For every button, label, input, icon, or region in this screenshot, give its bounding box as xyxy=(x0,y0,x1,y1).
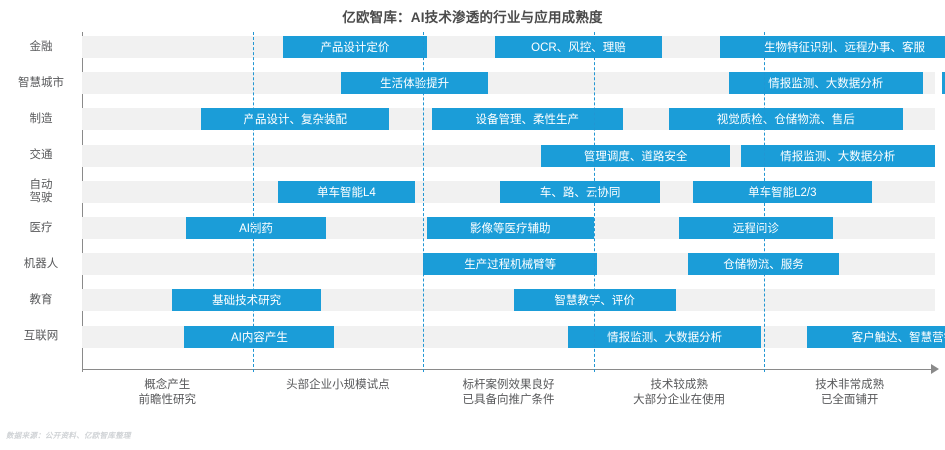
bar-segment[interactable]: 单车智能L4 xyxy=(278,180,415,203)
row-band xyxy=(82,72,935,95)
bar-segment[interactable]: OCR、风控、理赔 xyxy=(494,36,663,58)
category-label-line: 金融 xyxy=(29,40,53,53)
bar-segment[interactable]: 安防 xyxy=(941,72,945,95)
stage-label-line: 已具备向推广条件 xyxy=(462,394,555,406)
bar-segment[interactable]: 车、路、云协同 xyxy=(499,180,661,203)
bar-segment[interactable]: AI制药 xyxy=(186,217,326,239)
bar-segment[interactable]: 远程问诊 xyxy=(679,217,833,239)
stage-label-line: 大部分企业在使用 xyxy=(633,394,726,406)
category-label-自动驾驶: 自动驾驶 xyxy=(2,179,80,205)
bar-segment[interactable]: 视觉质检、仓储物流、售后 xyxy=(668,108,903,131)
bar-segment[interactable]: 设备管理、柔性生产 xyxy=(431,108,623,131)
stage-label-line: 概念产生 xyxy=(144,379,191,391)
bar-segment[interactable]: 生活体验提升 xyxy=(341,72,488,95)
bar-segment[interactable]: 产品设计定价 xyxy=(283,36,427,58)
bar-segment[interactable]: 影像等医疗辅助 xyxy=(426,217,594,239)
category-label-交通: 交通 xyxy=(2,149,80,162)
bar-segment[interactable]: 管理调度、道路安全 xyxy=(540,144,731,167)
bar-segment[interactable]: 情报监测、大数据分析 xyxy=(728,72,924,95)
category-label-line: 自动 xyxy=(29,178,53,191)
bar-segment[interactable]: 仓储物流、服务 xyxy=(687,253,840,276)
category-label-line: 医疗 xyxy=(29,221,53,234)
stage-label-3: 标杆案例效果良好已具备向推广条件 xyxy=(419,378,599,408)
chart-title: 亿欧智库：AI技术渗透的行业与应用成熟度 xyxy=(342,10,603,25)
category-label-line: 教育 xyxy=(29,293,53,306)
category-label-line: 智慧城市 xyxy=(18,76,64,89)
category-label-line: 制造 xyxy=(29,112,53,125)
category-label-制造: 制造 xyxy=(2,113,80,126)
category-label-line: 交通 xyxy=(29,149,53,162)
stage-label-line: 已全面铺开 xyxy=(820,394,879,406)
bar-segment[interactable]: 产品设计、复杂装配 xyxy=(201,108,390,131)
stage-divider xyxy=(423,32,425,372)
stage-divider xyxy=(593,32,595,372)
x-axis-line xyxy=(82,369,935,370)
stage-label-1: 概念产生前瞻性研究 xyxy=(77,378,257,408)
stage-label-line: 技术非常成熟 xyxy=(815,379,885,391)
stage-label-4: 技术较成熟大部分企业在使用 xyxy=(589,378,769,408)
bar-segment[interactable]: 客户触达、智慧营销 xyxy=(807,325,945,348)
category-label-互联网: 互联网 xyxy=(2,330,80,343)
bar-segment[interactable]: 基础技术研究 xyxy=(172,289,321,312)
bar-segment[interactable]: 生产过程机械臂等 xyxy=(423,253,598,276)
category-label-教育: 教育 xyxy=(2,294,80,307)
stage-label-line: 标杆案例效果良好 xyxy=(462,379,555,391)
bar-segment[interactable]: 单车智能L2/3 xyxy=(692,180,872,203)
stage-divider xyxy=(252,32,254,372)
stage-label-2: 头部企业小规模试点 xyxy=(248,378,428,393)
category-label-金融: 金融 xyxy=(2,41,80,54)
bar-segment[interactable]: 情报监测、大数据分析 xyxy=(740,144,935,167)
bar-segment[interactable]: 情报监测、大数据分析 xyxy=(568,325,761,348)
category-label-line: 互联网 xyxy=(23,330,59,343)
stage-divider xyxy=(764,32,766,372)
category-label-机器人: 机器人 xyxy=(2,258,80,271)
stage-label-line: 前瞻性研究 xyxy=(138,394,197,406)
category-label-医疗: 医疗 xyxy=(2,222,80,235)
category-label-line: 驾驶 xyxy=(29,191,53,204)
bar-segment[interactable]: 生物特征识别、远程办事、客服 xyxy=(720,36,945,58)
stage-label-line: 头部企业小规模试点 xyxy=(286,379,390,391)
category-label-line: 机器人 xyxy=(23,257,59,270)
category-label-智慧城市: 智慧城市 xyxy=(2,77,80,90)
stage-label-line: 技术较成熟 xyxy=(650,379,708,391)
bar-segment[interactable]: AI内容产生 xyxy=(184,325,335,348)
stage-label-5: 技术非常成熟已全面铺开 xyxy=(760,378,940,408)
x-axis-arrow-icon xyxy=(931,364,939,374)
source-note: 数据来源：公开资料、亿欧智库整理 xyxy=(6,431,131,440)
